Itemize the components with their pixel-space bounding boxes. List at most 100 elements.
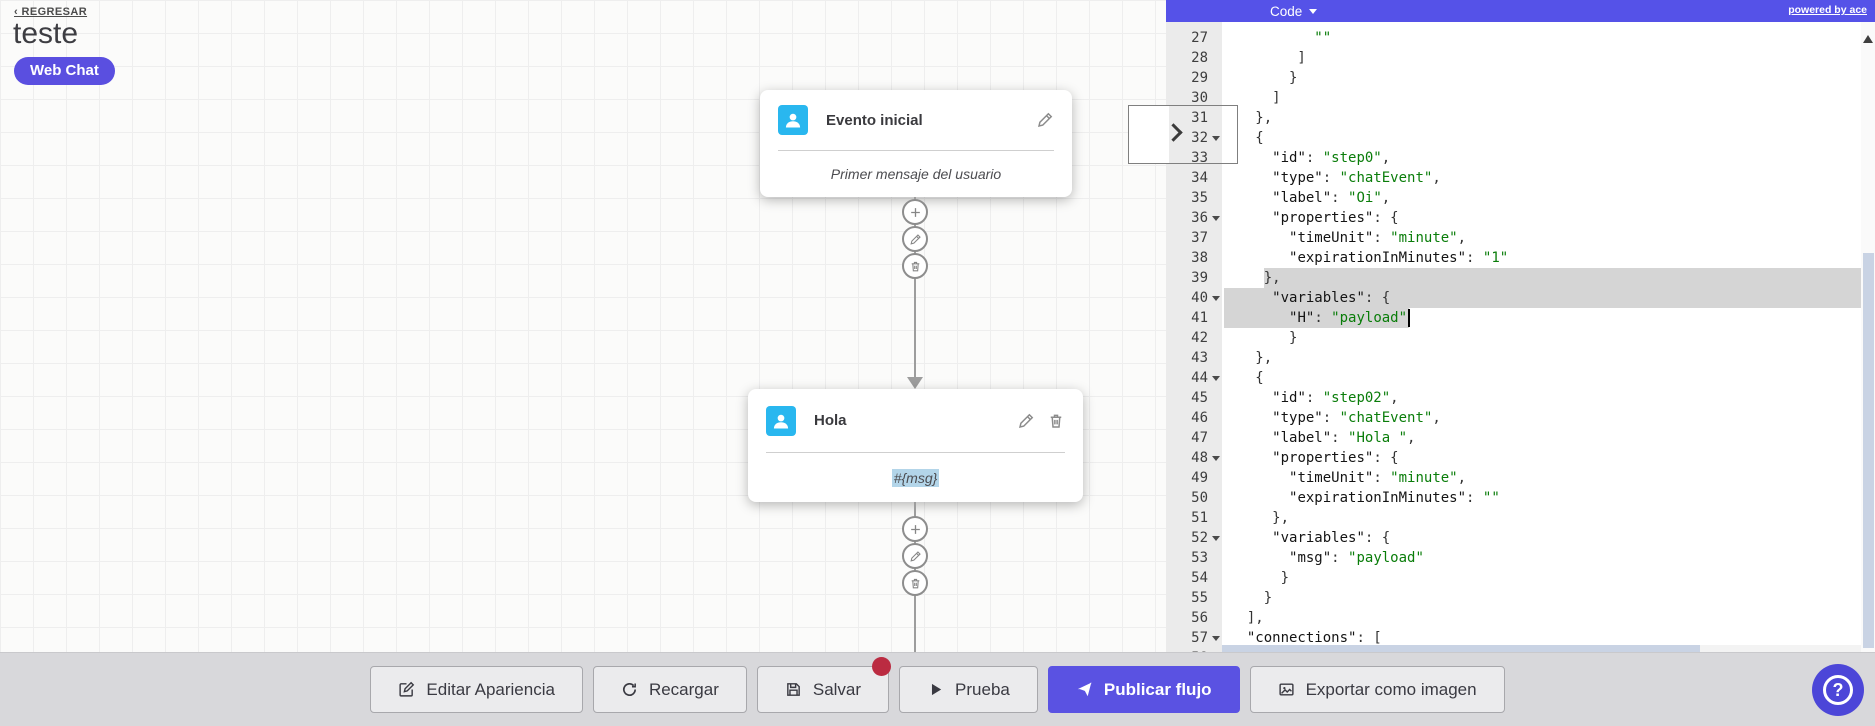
- code-mode-dropdown[interactable]: Code: [1270, 0, 1318, 22]
- line-number: 46: [1191, 410, 1208, 426]
- add-step-button[interactable]: [902, 199, 928, 225]
- page-title: teste: [13, 17, 79, 50]
- code-line-53[interactable]: 53 "msg": "payload": [1166, 548, 1875, 568]
- line-number: 50: [1191, 490, 1208, 506]
- code-line-44[interactable]: 44 {: [1166, 368, 1875, 388]
- vertical-scrollbar[interactable]: [1861, 22, 1875, 652]
- edit-connection-button[interactable]: [902, 543, 928, 569]
- code-line-46[interactable]: 46 "type": "chatEvent",: [1166, 408, 1875, 428]
- code-line-37[interactable]: 37 "timeUnit": "minute",: [1166, 228, 1875, 248]
- bottom-toolbar: Editar Apariencia Recargar Salvar Prueba Pub…: [0, 652, 1875, 726]
- line-number: 52: [1191, 530, 1208, 546]
- code-line-57[interactable]: 57 "connections": [: [1166, 628, 1875, 648]
- delete-node-icon[interactable]: [1047, 412, 1065, 430]
- line-number: 30: [1191, 90, 1208, 106]
- powered-by-ace-link[interactable]: powered by ace: [1788, 4, 1867, 16]
- edit-node-icon[interactable]: [1017, 412, 1035, 430]
- button-label: Salvar: [812, 679, 862, 699]
- code-panel-header: Code powered by ace: [1166, 0, 1875, 22]
- code-line-42[interactable]: 42 }: [1166, 328, 1875, 348]
- code-line-51[interactable]: 51 },: [1166, 508, 1875, 528]
- back-link[interactable]: ‹ REGRESAR: [14, 6, 88, 18]
- channel-badge: Web Chat: [14, 57, 115, 85]
- publicar-flujo-button[interactable]: Publicar flujo: [1047, 666, 1240, 713]
- image-icon: [1278, 681, 1295, 698]
- line-number: 57: [1191, 630, 1208, 646]
- flow-node-hola[interactable]: Hola #{msg}: [748, 389, 1083, 502]
- exportar-como-imagen-button[interactable]: Exportar como imagen: [1249, 666, 1505, 713]
- code-line-55[interactable]: 55 }: [1166, 588, 1875, 608]
- horizontal-scrollbar[interactable]: [1222, 645, 1861, 652]
- fold-arrow-icon[interactable]: [1212, 296, 1220, 305]
- code-line-49[interactable]: 49 "timeUnit": "minute",: [1166, 468, 1875, 488]
- code-line-48[interactable]: 48 "properties": {: [1166, 448, 1875, 468]
- add-step-button[interactable]: [902, 516, 928, 542]
- delete-connection-button[interactable]: [902, 570, 928, 596]
- code-line-40[interactable]: 40 "variables": {: [1166, 288, 1875, 308]
- edit-connection-button[interactable]: [902, 226, 928, 252]
- line-number: 39: [1191, 270, 1208, 286]
- horizontal-scrollbar-thumb[interactable]: [1222, 645, 1700, 652]
- code-line-33[interactable]: 33 "id": "step0",: [1166, 148, 1875, 168]
- code-line-32[interactable]: 32 {: [1166, 128, 1875, 148]
- code-line-45[interactable]: 45 "id": "step02",: [1166, 388, 1875, 408]
- refresh-icon: [621, 681, 638, 698]
- code-line-50[interactable]: 50 "expirationInMinutes": "": [1166, 488, 1875, 508]
- code-line-34[interactable]: 34 "type": "chatEvent",: [1166, 168, 1875, 188]
- code-line-38[interactable]: 38 "expirationInMinutes": "1": [1166, 248, 1875, 268]
- code-line-29[interactable]: 29 }: [1166, 68, 1875, 88]
- line-number: 27: [1191, 30, 1208, 46]
- line-number: 55: [1191, 590, 1208, 606]
- highlighted-variable: #{msg}: [891, 468, 940, 487]
- prueba-button[interactable]: Prueba: [899, 666, 1038, 713]
- code-line-35[interactable]: 35 "label": "Oi",: [1166, 188, 1875, 208]
- code-line-27[interactable]: 27 "": [1166, 28, 1875, 48]
- delete-connection-button[interactable]: [902, 253, 928, 279]
- code-line-30[interactable]: 30 ]: [1166, 88, 1875, 108]
- line-number: 29: [1191, 70, 1208, 86]
- button-label: Publicar flujo: [1103, 679, 1212, 699]
- edit-node-icon[interactable]: [1036, 111, 1054, 129]
- panel-collapse-handle[interactable]: [1128, 105, 1238, 164]
- node-header: Evento inicial: [760, 90, 1072, 150]
- salvar-button[interactable]: Salvar: [756, 657, 892, 713]
- code-line-39[interactable]: 39 },: [1166, 268, 1875, 288]
- line-number: 42: [1191, 330, 1208, 346]
- line-number: 45: [1191, 390, 1208, 406]
- flow-node-evento-inicial[interactable]: Evento inicial Primer mensaje del usuari…: [760, 90, 1072, 197]
- unsaved-changes-badge: [872, 657, 892, 676]
- editar-apariencia-button[interactable]: Editar Apariencia: [370, 666, 583, 713]
- line-number: 44: [1191, 370, 1208, 386]
- save-icon: [785, 681, 802, 698]
- code-line-52[interactable]: 52 "variables": {: [1166, 528, 1875, 548]
- line-number: 56: [1191, 610, 1208, 626]
- fold-arrow-icon[interactable]: [1212, 536, 1220, 545]
- code-editor[interactable]: 27 ""28 ]29 }30 ]31 },32 {33 "id": "step…: [1166, 22, 1875, 652]
- line-number: 51: [1191, 510, 1208, 526]
- button-label: Recargar: [648, 679, 719, 699]
- play-icon: [927, 681, 944, 698]
- selection: [1224, 308, 1410, 328]
- fold-arrow-icon[interactable]: [1212, 636, 1220, 645]
- help-button[interactable]: ?: [1812, 664, 1864, 716]
- node-body-text: #{msg}: [748, 453, 1083, 502]
- code-line-56[interactable]: 56 ],: [1166, 608, 1875, 628]
- code-line-31[interactable]: 31 },: [1166, 108, 1875, 128]
- code-line-28[interactable]: 28 ]: [1166, 48, 1875, 68]
- send-icon: [1076, 681, 1093, 698]
- code-line-36[interactable]: 36 "properties": {: [1166, 208, 1875, 228]
- fold-arrow-icon[interactable]: [1212, 216, 1220, 225]
- code-line-41[interactable]: 41 "H": "payload": [1166, 308, 1875, 328]
- chevron-down-icon: [1309, 9, 1318, 18]
- fold-arrow-icon[interactable]: [1212, 376, 1220, 385]
- scroll-up-icon[interactable]: [1863, 30, 1873, 43]
- line-number: 37: [1191, 230, 1208, 246]
- vertical-scrollbar-thumb[interactable]: [1863, 253, 1874, 648]
- fold-arrow-icon[interactable]: [1212, 456, 1220, 465]
- code-line-54[interactable]: 54 }: [1166, 568, 1875, 588]
- selection: [1263, 268, 1861, 288]
- recargar-button[interactable]: Recargar: [592, 666, 747, 713]
- code-line-43[interactable]: 43 },: [1166, 348, 1875, 368]
- code-line-47[interactable]: 47 "label": "Hola ",: [1166, 428, 1875, 448]
